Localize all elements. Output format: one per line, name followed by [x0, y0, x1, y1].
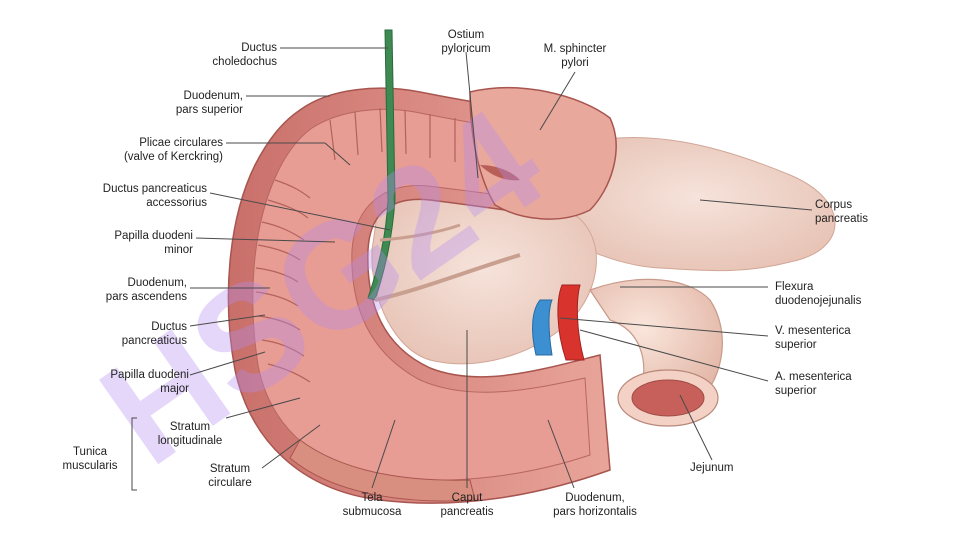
label-plicae-circulares: Plicae circulares (valve of Kerckring) — [123, 137, 223, 163]
label-duodenum-pars-superior: Duodenum, pars superior — [175, 90, 243, 116]
label-ostium-pyloricum: Ostium pyloricum — [441, 29, 491, 55]
label-stratum-circulare: Stratum circulare — [208, 463, 252, 489]
a-mesenterica-superior-shape — [557, 284, 585, 361]
label-ductus-pancreaticus: Ductus pancreaticus — [121, 321, 187, 347]
corpus-pancreatis-shape — [559, 136, 836, 272]
stratum-muscular-layer — [289, 439, 476, 502]
label-flexura-duodenojejunalis: Flexura duodenojejunalis — [775, 281, 862, 307]
leader-lines — [131, 47, 813, 491]
label-ductus-choledochus: Ductus choledochus — [212, 42, 277, 68]
jejunum-lumen — [631, 379, 705, 417]
ductus-pancreaticus-accessorius-shape — [379, 223, 461, 242]
label-jejunum: Jejunum — [690, 462, 734, 474]
ostium-pyloricum-opening — [480, 165, 520, 181]
label-papilla-duodeni-major: Papilla duodeni major — [110, 369, 189, 395]
label-v-mesenterica-superior: V. mesenterica superior — [775, 325, 851, 351]
pylorus-shape — [469, 87, 617, 220]
label-corpus-pancreatis: Corpus pancreatis — [815, 199, 869, 225]
jejunum-tube — [589, 278, 723, 401]
label-duodenum-pars-horizontalis: Duodenum, pars horizontalis — [553, 492, 637, 518]
label-tela-submucosa: Tela submucosa — [342, 492, 402, 518]
label-duodenum-pars-ascendens: Duodenum, pars ascendens — [105, 277, 187, 303]
label-tunica-muscularis: Tunica muscularis — [62, 446, 118, 472]
ductus-pancreaticus-shape — [374, 253, 521, 302]
label-papilla-duodeni-minor: Papilla duodeni minor — [114, 230, 193, 256]
label-stratum-longitudinale: Stratum longitudinale — [157, 421, 223, 447]
label-a-mesenterica-superior: A. mesenterica superior — [775, 371, 852, 397]
v-mesenterica-superior-shape — [532, 299, 553, 356]
label-m-sphincter-pylori: M. sphincter pylori — [543, 43, 607, 69]
label-ductus-pancreaticus-accessorius: Ductus pancreaticus accessorius — [102, 183, 207, 209]
label-caput-pancreatis: Caput pancreatis — [440, 492, 494, 518]
